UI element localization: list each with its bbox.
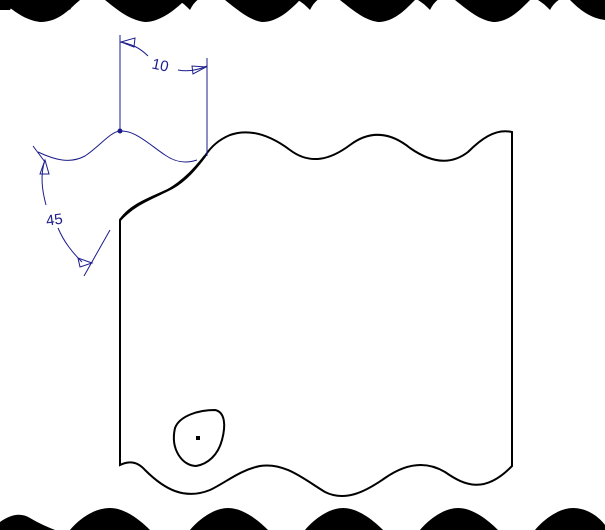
- angle-arrow-bottom-icon: [77, 257, 94, 268]
- part-outline: [119, 130, 513, 497]
- bottom-wave-lobes: [0, 508, 605, 530]
- top-wave-lobes: [0, 0, 605, 22]
- angle-extension-line: [83, 229, 111, 277]
- angle-arrow-top-icon: [39, 158, 50, 175]
- bend-edge: [119, 155, 206, 221]
- dimension-reference-wave: [37, 130, 198, 163]
- linear-dimension-value[interactable]: 10: [150, 56, 170, 76]
- angle-dimension-arc-lower: [57, 227, 83, 263]
- angle-dimension-value[interactable]: 45: [45, 211, 64, 230]
- cut-hole-icon: [172, 408, 226, 468]
- arrow-right-icon: [191, 65, 208, 75]
- arrow-left-icon: [119, 37, 136, 48]
- angle-reference-line: [32, 145, 46, 163]
- hole-center-marker: [196, 436, 200, 440]
